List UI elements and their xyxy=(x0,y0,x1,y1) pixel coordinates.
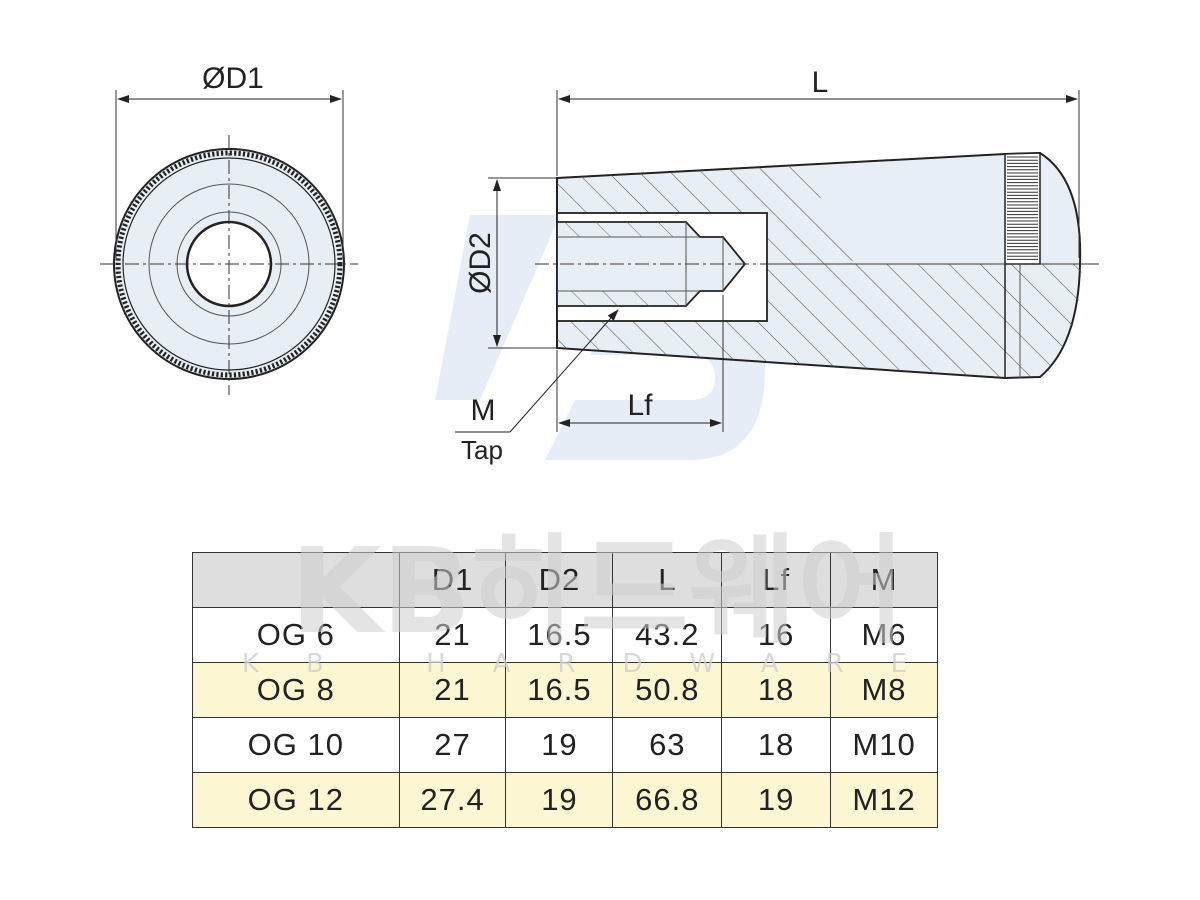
table-cell: 19 xyxy=(505,772,614,828)
table-cell: 16 xyxy=(721,607,832,663)
end-view xyxy=(100,90,358,395)
table-cell: OG 8 xyxy=(192,662,400,718)
table-cell: M10 xyxy=(830,717,938,773)
table-row: OG 6 21 16.5 43.2 16 M6 xyxy=(192,607,938,663)
table-cell: 27.4 xyxy=(398,772,507,828)
table-cell: 27 xyxy=(398,717,507,773)
table-cell: M12 xyxy=(830,772,938,828)
table-cell: 43.2 xyxy=(612,607,723,663)
table-cell: 16.5 xyxy=(505,607,614,663)
table-cell: 21 xyxy=(398,607,507,663)
table-cell: 50.8 xyxy=(612,662,723,718)
table-row: OG 10 27 19 63 18 M10 xyxy=(192,717,938,773)
m-label: M xyxy=(471,394,496,427)
l-label: L xyxy=(812,66,829,99)
spec-table: D1 D2 L Lf M OG 6 21 16.5 43.2 16 M6 OG … xyxy=(192,552,938,828)
lf-label: Lf xyxy=(627,389,653,422)
table-header-cell: D2 xyxy=(505,552,614,608)
d2-label: ØD2 xyxy=(464,232,497,294)
d1-label: ØD1 xyxy=(202,62,264,95)
table-header-cell: M xyxy=(830,552,938,608)
table-cell: 19 xyxy=(505,717,614,773)
table-cell: 19 xyxy=(721,772,832,828)
table-header-cell xyxy=(192,552,400,608)
table-cell: 66.8 xyxy=(612,772,723,828)
table-cell: M6 xyxy=(830,607,938,663)
table-cell: OG 10 xyxy=(192,717,400,773)
table-header-cell: Lf xyxy=(721,552,832,608)
table-cell: 18 xyxy=(721,717,832,773)
table-row: OG 8 21 16.5 50.8 18 M8 xyxy=(192,662,938,718)
table-header-cell: L xyxy=(612,552,723,608)
table-cell: 63 xyxy=(612,717,723,773)
table-row: OG 12 27.4 19 66.8 19 M12 xyxy=(192,772,938,828)
table-cell: 18 xyxy=(721,662,832,718)
table-cell: 21 xyxy=(398,662,507,718)
table-cell: M8 xyxy=(830,662,938,718)
side-view xyxy=(455,90,1100,433)
table-cell: 16.5 xyxy=(505,662,614,718)
table-header-row: D1 D2 L Lf M xyxy=(192,552,938,608)
tap-label: Tap xyxy=(461,435,503,465)
table-cell: OG 12 xyxy=(192,772,400,828)
table-cell: OG 6 xyxy=(192,607,400,663)
table-header-cell: D1 xyxy=(398,552,507,608)
